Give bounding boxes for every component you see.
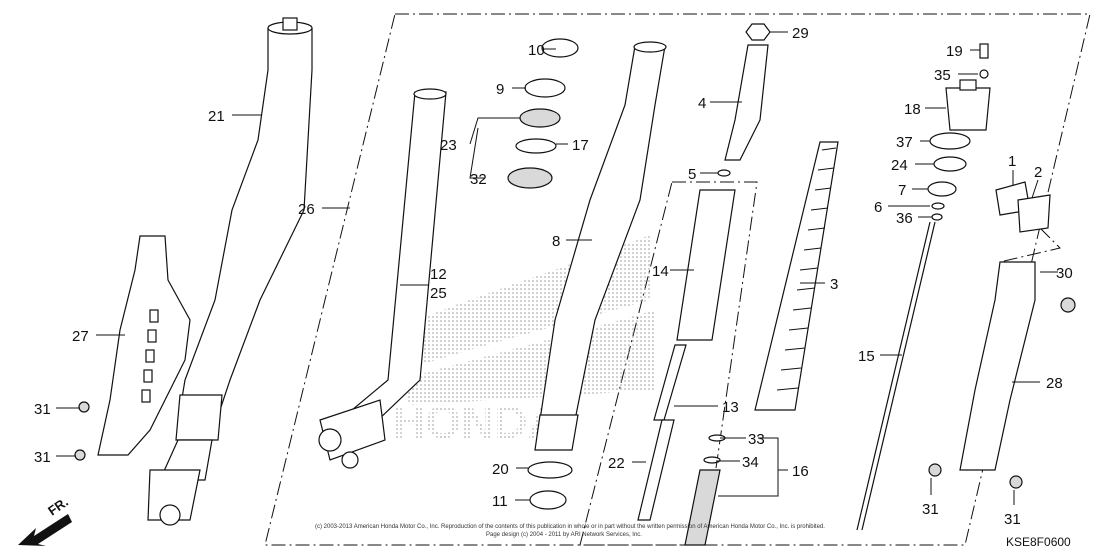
callout-27[interactable]: 27 — [72, 328, 89, 345]
spring-seat-16 — [684, 469, 721, 546]
callout-5[interactable]: 5 — [688, 166, 696, 183]
guard-bolt-lower-left — [74, 449, 86, 461]
guard-bolt-lower-right-b — [1009, 475, 1023, 489]
callout-11[interactable]: 11 — [492, 493, 508, 510]
callout-28[interactable]: 28 — [1046, 375, 1063, 392]
callout-3[interactable]: 3 — [830, 276, 838, 293]
callout-16[interactable]: 16 — [792, 463, 809, 480]
callout-37[interactable]: 37 — [896, 134, 913, 151]
callout-8[interactable]: 8 — [552, 233, 560, 250]
callout-35[interactable]: 35 — [934, 67, 951, 84]
callout-26[interactable]: 26 — [298, 201, 315, 218]
guard-link — [999, 227, 1061, 263]
nut-29 — [745, 23, 771, 41]
ring-34 — [703, 456, 721, 464]
callout-15[interactable]: 15 — [858, 348, 875, 365]
seal-23 — [519, 108, 561, 128]
callout-25[interactable]: 25 — [430, 285, 447, 302]
callout-7[interactable]: 7 — [898, 182, 906, 199]
washer-36 — [931, 213, 943, 221]
rod-22 — [637, 419, 675, 521]
fork-guard-right — [959, 261, 1036, 471]
callout-33[interactable]: 33 — [748, 431, 765, 448]
callout-30[interactable]: 30 — [1056, 265, 1073, 282]
diagram-code: KSE8F0600 — [1006, 535, 1071, 549]
bushing-11 — [529, 490, 567, 510]
callout-22[interactable]: 22 — [608, 455, 625, 472]
ring-20 — [527, 461, 573, 479]
assembly-boundary — [264, 13, 1091, 546]
callout-19[interactable]: 19 — [946, 43, 963, 60]
callout-31-lower-right-a[interactable]: 31 — [922, 501, 939, 518]
damper-rod-15 — [861, 221, 936, 531]
callout-34[interactable]: 34 — [742, 454, 759, 471]
oring-35 — [979, 69, 989, 79]
callout-6[interactable]: 6 — [874, 199, 882, 216]
callout-18[interactable]: 18 — [904, 101, 921, 118]
callout-31-lower-right-b[interactable]: 31 — [1004, 511, 1021, 528]
guard-bolt-lower-right-a — [928, 463, 942, 477]
protector-4 — [724, 44, 769, 161]
rod-13 — [653, 344, 687, 421]
callout-24[interactable]: 24 — [891, 157, 908, 174]
callout-20[interactable]: 20 — [492, 461, 509, 478]
guard-bolt-30 — [1060, 297, 1076, 313]
inner-fork-tube — [318, 88, 447, 469]
fork-spring-3 — [754, 141, 839, 411]
clip-17 — [515, 138, 557, 154]
washer-24 — [933, 156, 967, 172]
callout-23[interactable]: 23 — [440, 137, 457, 154]
outer-fork-tube-center — [534, 41, 667, 451]
honda-watermark-text: HONDA — [392, 396, 561, 448]
tube-14 — [676, 189, 736, 341]
callout-10[interactable]: 10 — [528, 42, 545, 59]
callout-14[interactable]: 14 — [652, 263, 669, 280]
nut-7 — [927, 181, 957, 197]
front-direction-arrow — [18, 514, 72, 546]
callout-13[interactable]: 13 — [722, 399, 739, 416]
callout-31-upper-left[interactable]: 31 — [34, 401, 51, 418]
leader-lines — [56, 31, 1058, 505]
callout-32[interactable]: 32 — [470, 171, 487, 188]
dust-seal-10 — [541, 38, 579, 58]
callout-9[interactable]: 9 — [496, 81, 504, 98]
oring-37 — [929, 132, 971, 150]
copyright-line-2: Page design (c) 2004 - 2011 by ARI Netwo… — [486, 532, 642, 538]
callout-31-lower-left[interactable]: 31 — [34, 449, 51, 466]
bolt-19 — [979, 43, 989, 59]
washer-5 — [717, 169, 731, 177]
copyright-line-1: (c) 2003-2013 American Honda Motor Co., … — [315, 524, 825, 530]
guard-bolt-upper-left — [78, 401, 90, 413]
callout-4[interactable]: 4 — [698, 95, 706, 112]
washer-6 — [931, 202, 945, 210]
fork-guard-left — [97, 235, 191, 456]
callout-21[interactable]: 21 — [208, 108, 225, 125]
fork-cap-18 — [945, 87, 991, 131]
cap-top — [959, 79, 977, 91]
callout-29[interactable]: 29 — [792, 25, 809, 42]
outer-fork-tube-left — [147, 17, 313, 526]
oil-seal-9 — [524, 78, 566, 98]
callout-12[interactable]: 12 — [430, 266, 447, 283]
callout-2[interactable]: 2 — [1034, 164, 1042, 181]
callout-17[interactable]: 17 — [572, 137, 589, 154]
callout-1[interactable]: 1 — [1008, 153, 1016, 170]
clamp-2 — [1017, 194, 1051, 233]
bushing-32 — [507, 167, 553, 189]
callout-36[interactable]: 36 — [896, 210, 913, 227]
